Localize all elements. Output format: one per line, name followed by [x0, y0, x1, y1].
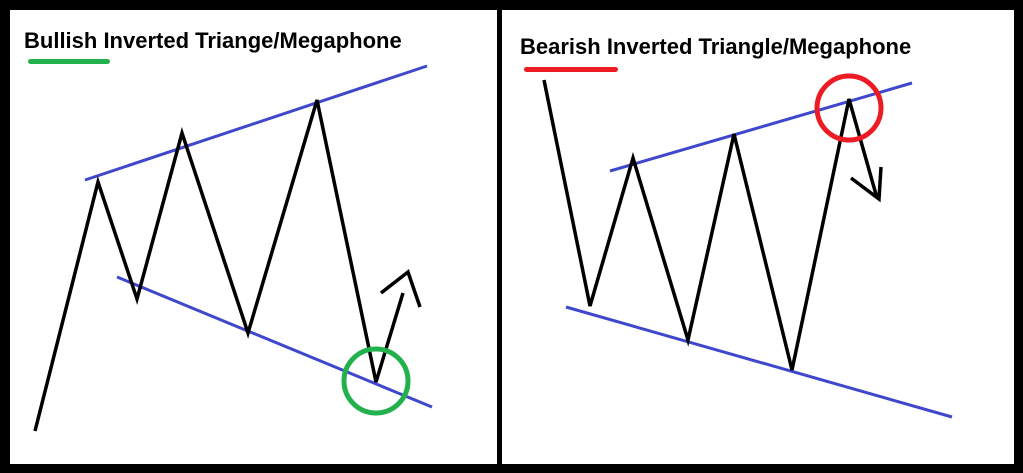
bullish-lower-trendline — [116, 275, 433, 409]
bearish-upper-trendline — [609, 81, 913, 173]
bullish-title-underline — [28, 59, 110, 64]
bearish-sell-signal-circle — [814, 73, 884, 143]
bearish-title: Bearish Inverted Triangle/Megaphone — [520, 34, 912, 59]
bearish-price-path — [542, 79, 879, 371]
bullish-title: Bullish Inverted Triange/Megaphone — [24, 28, 402, 53]
bearish-breakdown-arrow-head — [849, 166, 883, 203]
bearish-lower-trendline — [565, 305, 953, 419]
bearish-panel: Bearish Inverted Triangle/Megaphone — [502, 10, 1014, 464]
bullish-upper-trendline — [84, 64, 428, 182]
bullish-price-path — [33, 99, 405, 432]
bullish-breakout-arrow-head — [379, 269, 422, 308]
bearish-diagram — [542, 73, 953, 419]
bearish-title-underline — [524, 67, 618, 72]
bullish-panel: Bullish Inverted Triange/Megaphone — [10, 10, 497, 464]
bullish-diagram — [33, 64, 433, 432]
bullish-buy-signal-circle — [341, 346, 411, 416]
